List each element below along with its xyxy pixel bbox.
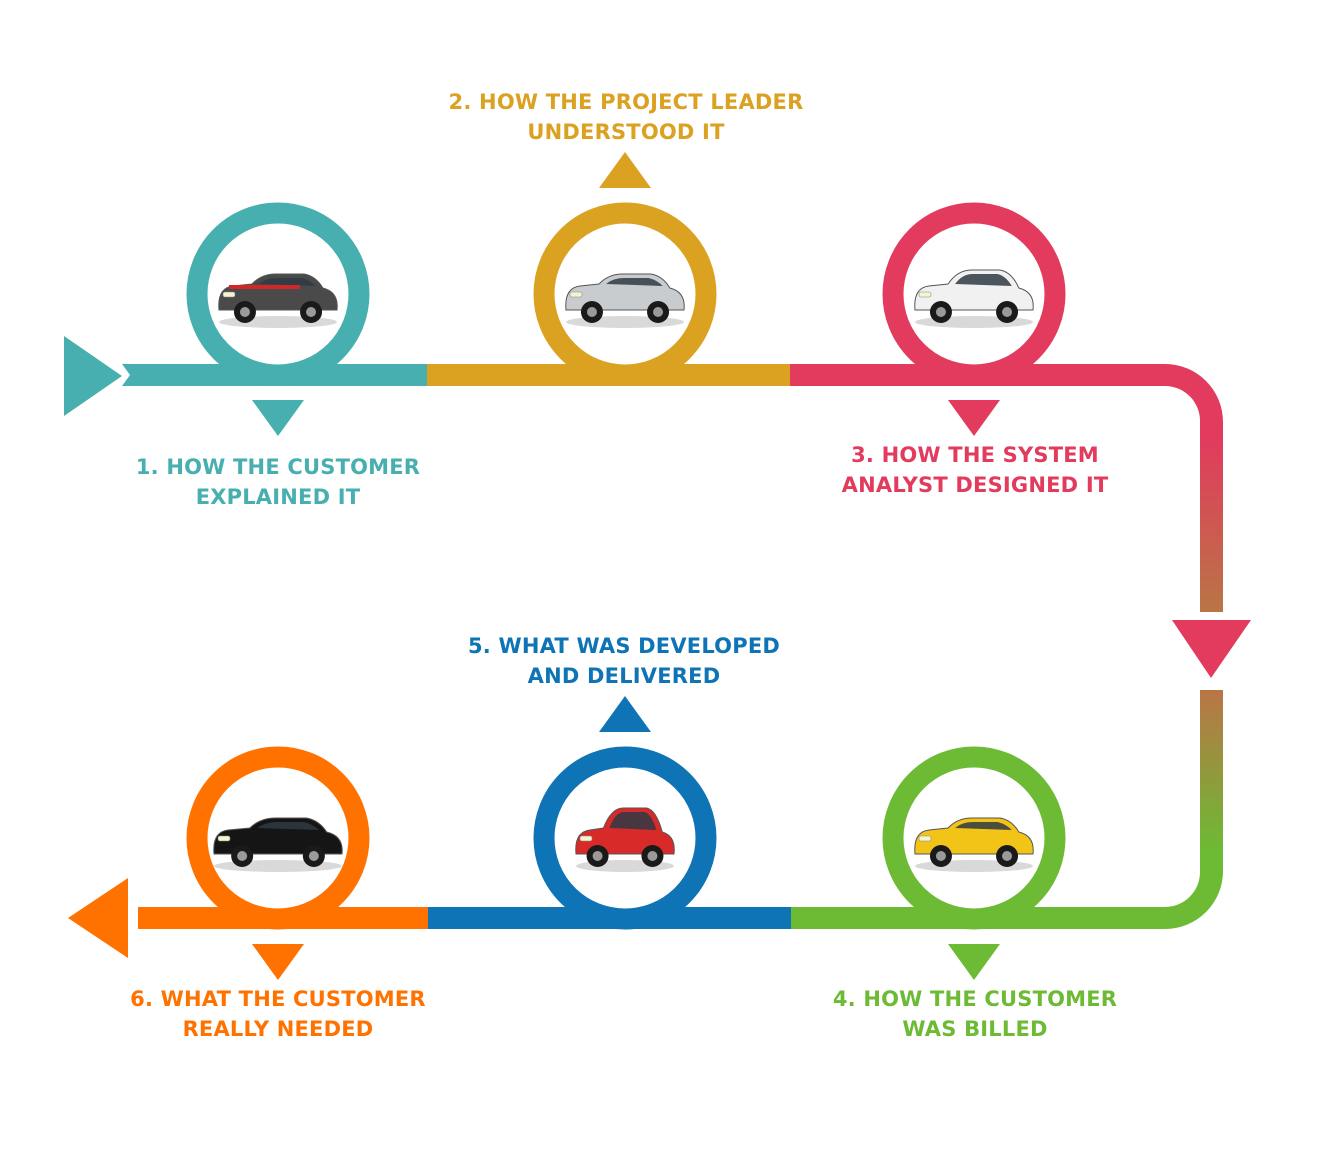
flow-end-arrow — [68, 878, 128, 958]
step-1-circle — [186, 202, 370, 386]
step-2-pointer — [599, 152, 651, 188]
car-headlight — [569, 291, 583, 298]
step-5-pointer — [599, 696, 651, 732]
step-4-label-line1: 4. HOW THE CUSTOMER — [832, 987, 1118, 1011]
step-4-label-line2: WAS BILLED — [902, 1017, 1048, 1041]
step-2-label-line2: UNDERSTOOD IT — [527, 120, 725, 144]
car-windows — [609, 812, 657, 830]
car-racing-stripe — [229, 285, 300, 289]
step-6-circle — [186, 746, 370, 930]
step-3-label-line2: ANALYST DESIGNED IT — [841, 473, 1109, 497]
flow-start-tail — [122, 364, 136, 386]
car-hub-front — [239, 307, 250, 317]
step-3-label: 3. HOW THE SYSTEM ANALYST DESIGNED IT — [765, 440, 1185, 500]
step-2-label-line1: 2. HOW THE PROJECT LEADER — [448, 90, 804, 114]
step-1-label-line1: 1. HOW THE CUSTOMER — [135, 455, 421, 479]
car-hub-front — [586, 307, 597, 317]
step-5-label: 5. WHAT WAS DEVELOPED AND DELIVERED — [414, 631, 834, 691]
step-1-label-line2: EXPLAINED IT — [195, 485, 361, 509]
flow-arrow-gap — [1198, 684, 1224, 690]
sports-car-icon — [218, 273, 338, 328]
car-hub-front — [592, 851, 603, 861]
car-headlight — [918, 291, 932, 298]
step-pointers — [252, 152, 1000, 980]
step-6-pointer — [252, 944, 304, 980]
supercar-icon — [914, 817, 1034, 872]
flow-arrow-down — [1172, 620, 1251, 678]
car-headlight — [217, 835, 231, 842]
car-windows — [259, 278, 316, 286]
car-windows — [955, 822, 1012, 830]
step-6-label-line2: REALLY NEEDED — [182, 1017, 374, 1041]
car-headlight — [918, 835, 932, 842]
step-5-label-line2: AND DELIVERED — [527, 664, 721, 688]
step-4-circle — [882, 746, 1066, 930]
step-5-circle — [533, 746, 717, 930]
step-1-pointer — [252, 400, 304, 436]
flow-segment-right-lower — [1200, 690, 1223, 850]
step-circles — [186, 202, 1066, 930]
car-windows — [955, 274, 1012, 286]
car-hub-rear — [1002, 307, 1013, 317]
step-6-label-line1: 6. WHAT THE CUSTOMER — [130, 987, 426, 1011]
step-2-circle — [533, 202, 717, 386]
car-windows — [606, 278, 663, 286]
car-windows — [257, 822, 319, 830]
flow-path — [64, 336, 1251, 958]
flow-segment-right-upper — [1200, 440, 1223, 612]
car-hub-rear — [306, 307, 317, 317]
step-1-label: 1. HOW THE CUSTOMER EXPLAINED IT — [68, 452, 488, 512]
step-3-label-line1: 3. HOW THE SYSTEM — [851, 443, 1099, 467]
car-hub-rear — [653, 307, 664, 317]
flow-corner-top-right — [790, 364, 1223, 610]
car-hub-rear — [1002, 851, 1013, 861]
sedan-icon — [565, 273, 685, 328]
car-hub-rear — [308, 851, 319, 861]
microcar-icon — [575, 807, 675, 872]
step-5-label-line1: 5. WHAT WAS DEVELOPED — [467, 634, 781, 658]
limousine-icon — [213, 817, 343, 872]
car-hub-front — [237, 851, 248, 861]
step-3-circle — [882, 202, 1066, 386]
step-4-label: 4. HOW THE CUSTOMER WAS BILLED — [765, 984, 1185, 1044]
car-hub-rear — [647, 851, 658, 861]
car-headlight — [222, 291, 236, 298]
car-hub-front — [935, 851, 946, 861]
flow-start-arrow — [64, 336, 122, 416]
step-2-label: 2. HOW THE PROJECT LEADER UNDERSTOOD IT — [416, 87, 836, 147]
step-4-pointer — [948, 944, 1000, 980]
car-headlight — [579, 835, 593, 842]
car-hub-front — [935, 307, 946, 317]
step-3-pointer — [948, 400, 1000, 436]
step-6-label: 6. WHAT THE CUSTOMER REALLY NEEDED — [68, 984, 488, 1044]
hatchback-icon — [914, 269, 1034, 328]
flow-corner-bottom-right — [790, 850, 1223, 929]
